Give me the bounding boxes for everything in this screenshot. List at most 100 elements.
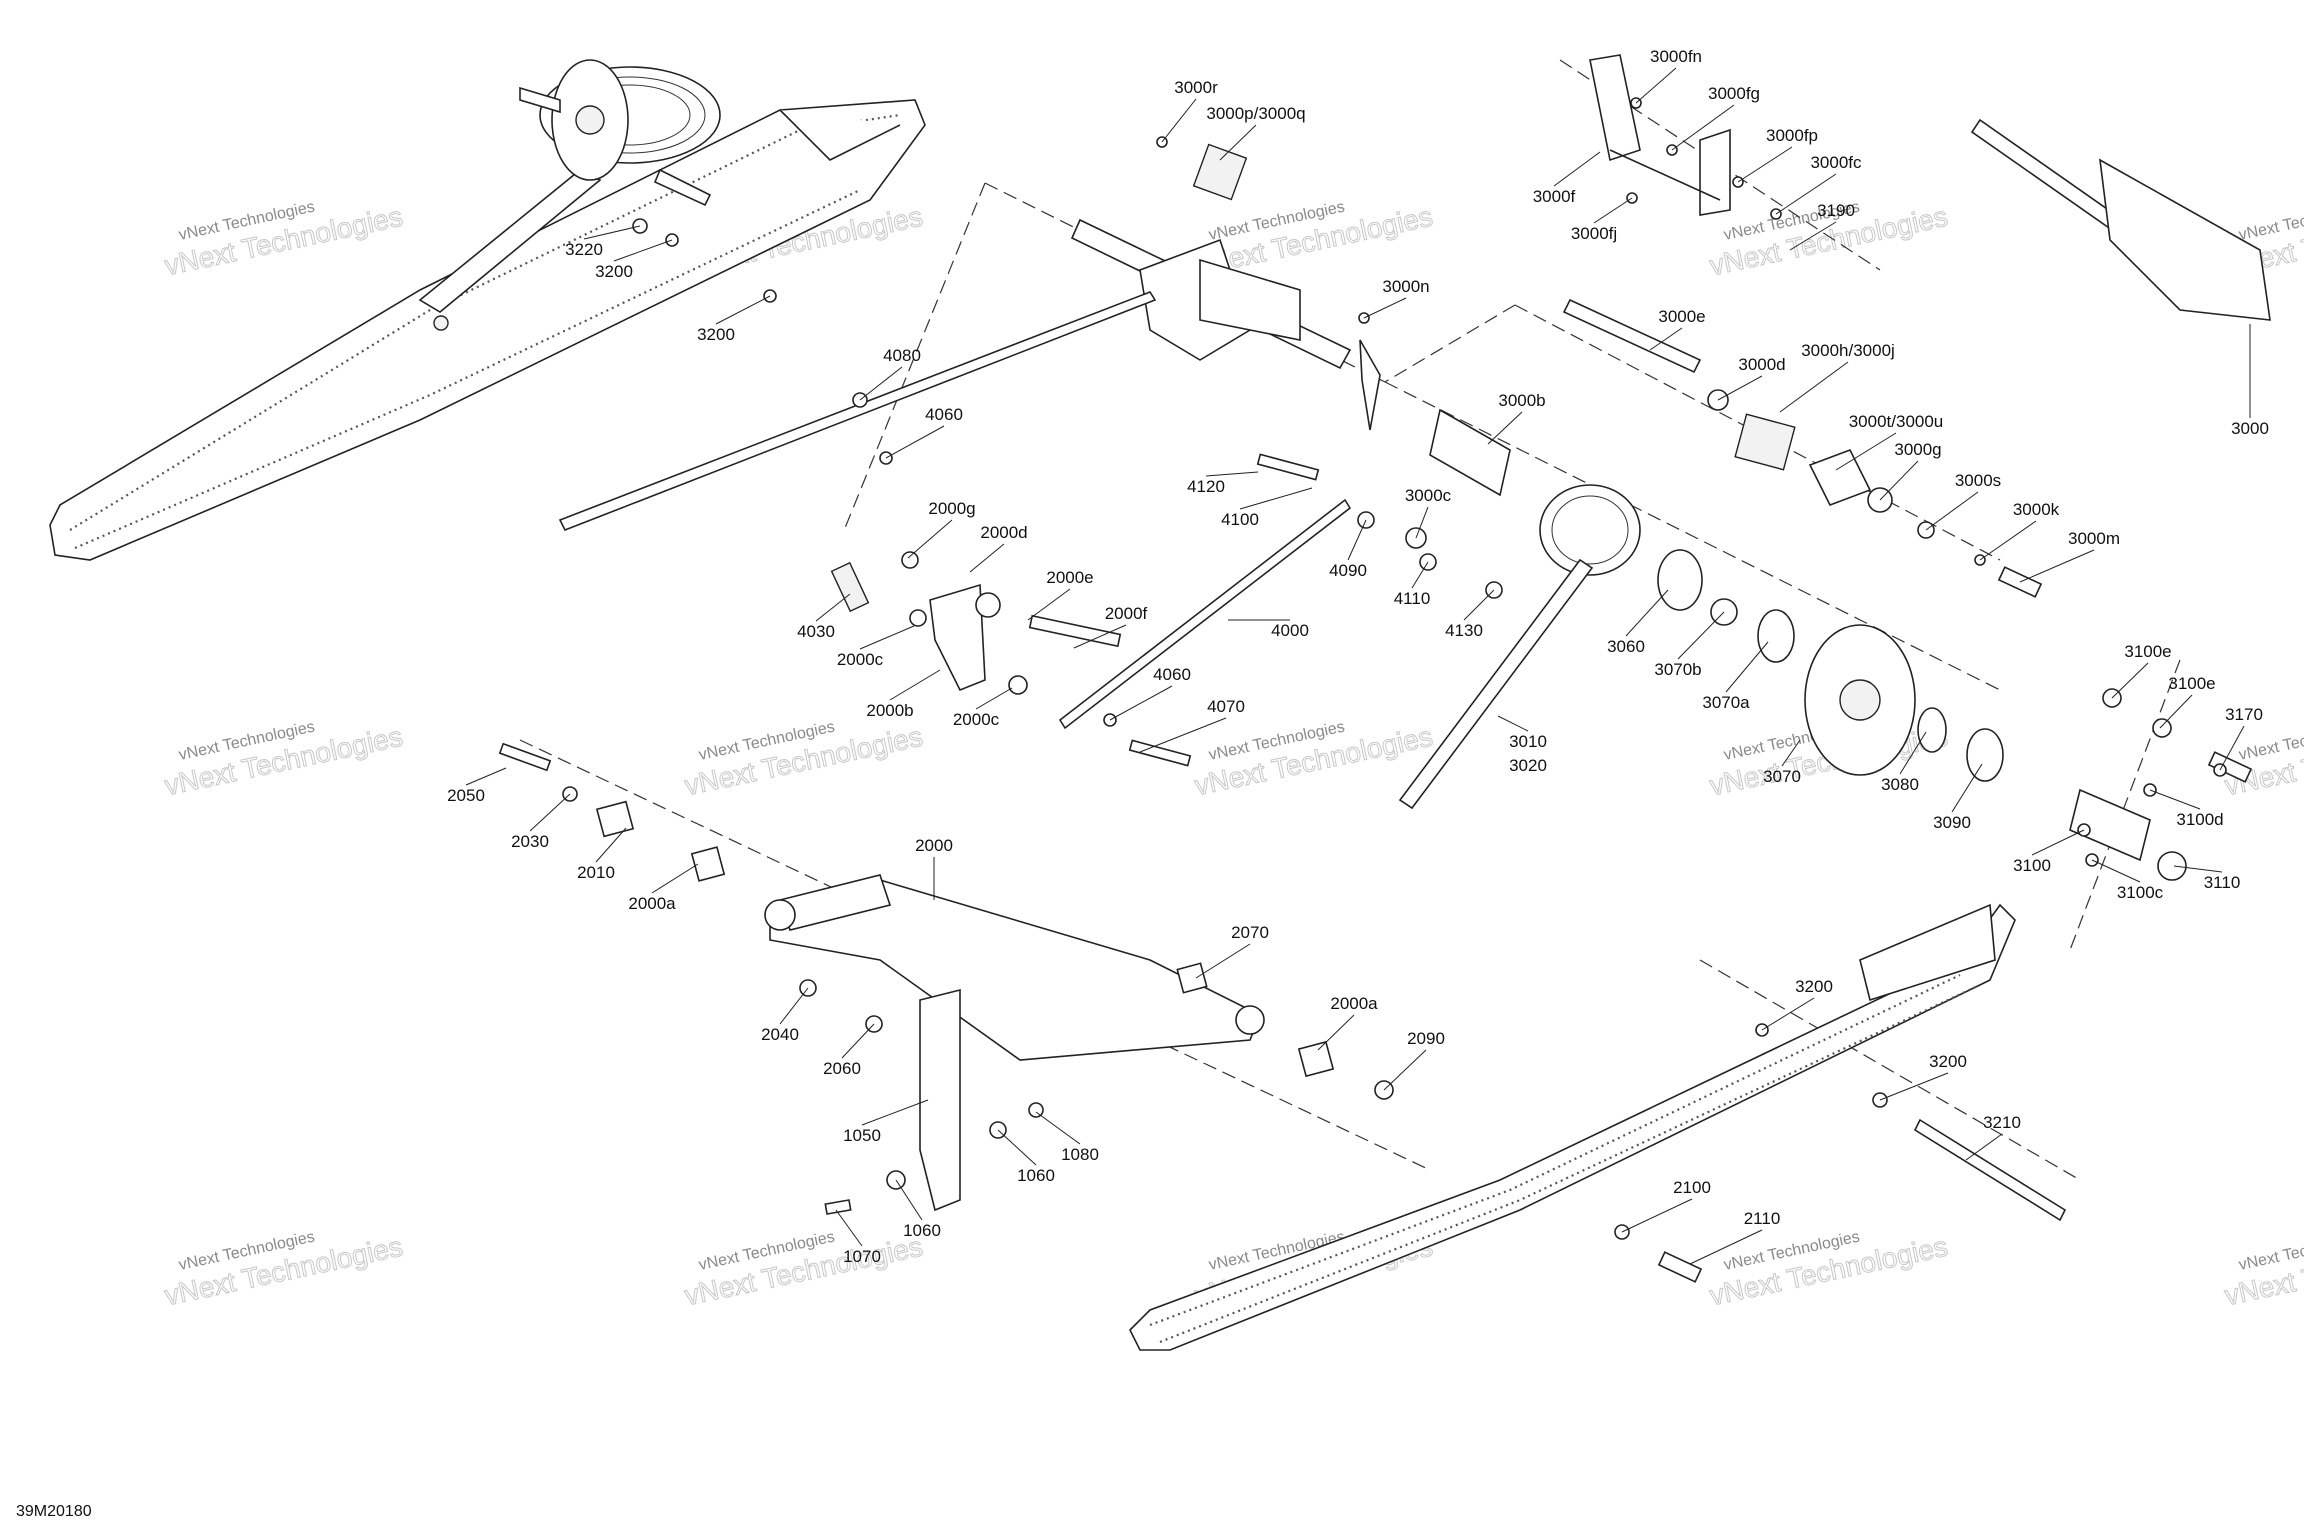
part-callout-3000fg: 3000fg	[1708, 84, 1760, 103]
leader-line-1050	[861, 1099, 929, 1126]
part-callout-3080: 3080	[1881, 775, 1919, 794]
spring-arm	[418, 169, 602, 313]
leader-line-4100	[1239, 487, 1313, 510]
part-callout-3200b: 3200	[1929, 1052, 1967, 1071]
leader-line-4080	[859, 366, 903, 401]
leader-line-4070	[1139, 717, 1227, 753]
wheel-cap	[1966, 728, 2004, 782]
leader-line-2000b	[889, 669, 941, 701]
part-callout-4060b: 4060	[1153, 665, 1191, 684]
link-plate	[929, 583, 986, 692]
leader-line-2050	[465, 767, 507, 786]
part-callout-3190: 3190	[1817, 201, 1855, 220]
leader-line-3000h-3000j	[1779, 361, 1849, 413]
rear-arm-assembly	[595, 800, 1335, 1212]
leader-line-2000d	[969, 543, 1005, 573]
rail-hole-row	[1149, 974, 1961, 1327]
bracket-right	[1699, 128, 1731, 216]
leader-line-1080	[1035, 1111, 1081, 1145]
pivot-block	[1192, 143, 1248, 201]
link-rod	[1058, 498, 1352, 730]
part-callout-3000f: 3000f	[1533, 187, 1576, 206]
part-callout-3100: 3100	[2013, 856, 2051, 875]
rail-bracket	[779, 109, 901, 161]
leader-line-2010	[595, 827, 627, 863]
leader-line-3200c	[613, 239, 673, 262]
leader-line-2100	[1621, 1198, 1693, 1233]
retainer-washer	[1657, 549, 1703, 611]
part-callout-4030: 4030	[797, 622, 835, 641]
leader-line-3100c	[2091, 859, 2141, 883]
spacer-block	[1734, 413, 1796, 471]
rail-bracket	[1859, 903, 1996, 1002]
leader-line-2000a-b	[1317, 1014, 1355, 1051]
leader-line-3200a	[1761, 997, 1815, 1031]
leader-line-3100e-b	[2159, 694, 2193, 729]
leader-line-2000f	[1073, 624, 1127, 649]
arm-bushing	[764, 899, 796, 931]
part-callout-3000k: 3000k	[2013, 500, 2060, 519]
part-callout-3000n: 3000n	[1382, 277, 1429, 296]
rear-shaft-assembly	[1589, 54, 2271, 321]
leader-line-3170	[2219, 725, 2245, 771]
leader-line-4110	[1411, 561, 1429, 589]
cover-plate	[1808, 448, 1872, 507]
part-callout-2050: 2050	[447, 786, 485, 805]
leader-line-4060b	[1109, 685, 1173, 721]
part-callout-1060b: 1060	[903, 1221, 941, 1240]
part-callout-3060: 3060	[1607, 637, 1645, 656]
spacer-tube	[830, 561, 870, 613]
nut	[2152, 718, 2172, 738]
part-callout-3000r: 3000r	[1174, 78, 1218, 97]
leader-line-3110	[2173, 865, 2223, 873]
part-callout-3200d: 3200	[697, 325, 735, 344]
part-callout-4120: 4120	[1187, 477, 1225, 496]
part-callout-2000g: 2000g	[928, 499, 975, 518]
rail-outline	[1129, 903, 2016, 1351]
part-callout-3200c: 3200	[595, 262, 633, 281]
leader-line-3090	[1951, 763, 1983, 813]
part-callout-3000p-3000q: 3000p/3000q	[1206, 104, 1305, 123]
leader-line-3000r	[1161, 98, 1197, 143]
part-callout-4000: 4000	[1271, 621, 1309, 640]
part-callout-3210: 3210	[1983, 1113, 2021, 1132]
leader-line-3000m	[2019, 549, 2095, 583]
part-callout-2000a-b: 2000a	[1330, 994, 1378, 1013]
rear-arm-frame	[769, 879, 1262, 1061]
leader-line-3000b	[1487, 411, 1523, 445]
leader-line-2000c-a	[859, 625, 915, 650]
torsion-coil	[1551, 495, 1629, 565]
part-callout-3000fc: 3000fc	[1810, 153, 1862, 172]
part-callout-3110: 3110	[2204, 873, 2241, 892]
leader-line-3000s	[1925, 491, 1979, 531]
part-callout-3200a: 3200	[1795, 977, 1833, 996]
leader-line-3000c	[1415, 506, 1429, 539]
leader-line-1060a	[997, 1129, 1037, 1166]
front-arm-shaft-assembly	[558, 143, 1381, 730]
spring-leg	[1398, 558, 1594, 810]
leader-line-3000fp	[1737, 146, 1793, 183]
leader-line-3000t-3000u	[1835, 432, 1897, 471]
bolt	[498, 742, 552, 772]
cross-shaft	[1913, 1118, 2067, 1222]
leader-line-3200d	[715, 295, 771, 325]
wheel-bearing	[1917, 707, 1947, 753]
leader-line-4120	[1205, 471, 1259, 477]
part-callout-3100d: 3100d	[2176, 810, 2223, 829]
bushing	[690, 846, 726, 882]
leader-line-4030	[815, 593, 851, 622]
leader-line-2000g	[907, 519, 953, 559]
part-callout-3010: 3010	[1509, 732, 1547, 751]
leader-line-3190	[1789, 221, 1837, 251]
spacer-sleeve	[1429, 408, 1511, 497]
leader-line-2110	[1689, 1229, 1763, 1265]
arm-blade	[919, 988, 961, 1212]
leader-lines	[465, 67, 2251, 1265]
arm-bushing	[1235, 1005, 1265, 1035]
pivot-link-assembly	[830, 551, 1122, 695]
part-callout-2010: 2010	[577, 863, 615, 882]
part-callout-4080: 4080	[883, 346, 921, 365]
bolt	[1657, 1251, 1703, 1283]
part-callout-3000b: 3000b	[1498, 391, 1545, 410]
spring-leg	[653, 168, 712, 207]
